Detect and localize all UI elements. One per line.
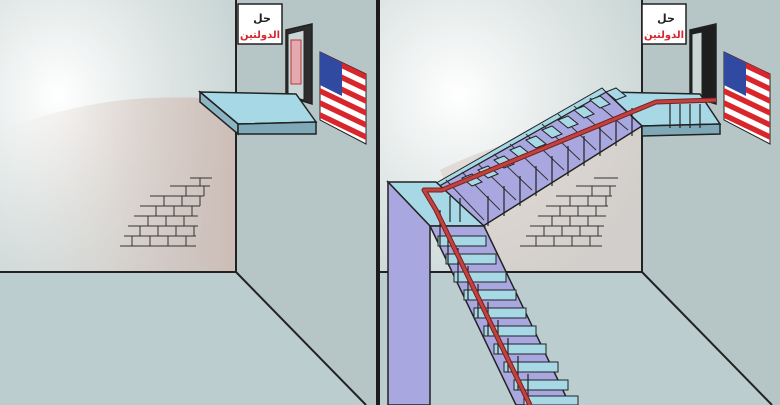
us-flag bbox=[319, 51, 367, 145]
brick-pattern bbox=[520, 177, 618, 247]
sign-board: حل الدولتين bbox=[237, 3, 283, 45]
floor bbox=[0, 272, 366, 405]
panel-before-illustration: حل الدولتين bbox=[0, 0, 376, 405]
handrail bbox=[421, 97, 717, 405]
sign-line-2: الدولتين bbox=[240, 30, 280, 41]
upper-stair-flight bbox=[430, 87, 644, 229]
sign-line-2: الدولتين bbox=[644, 30, 684, 41]
door bbox=[689, 23, 717, 106]
wall-shadow bbox=[0, 97, 236, 272]
sign-board: حل الدولتين bbox=[641, 3, 687, 45]
panel-after: حل الدولتين bbox=[380, 0, 780, 405]
panel-after-illustration: حل الدولتين bbox=[380, 0, 780, 405]
landing-ledge bbox=[197, 90, 318, 136]
panel-before: حل الدولتين bbox=[0, 0, 376, 405]
sign-line-1: حل bbox=[657, 12, 675, 25]
brick-pattern bbox=[120, 177, 212, 247]
sign-line-1: حل bbox=[253, 12, 271, 25]
panel-divider bbox=[376, 0, 380, 405]
us-flag bbox=[723, 51, 771, 145]
door bbox=[285, 23, 313, 106]
